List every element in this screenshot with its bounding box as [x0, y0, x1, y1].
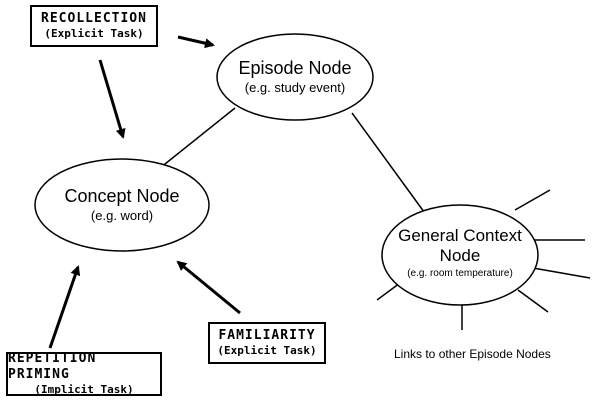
episode-node-ellipse [216, 33, 374, 121]
familiarity-title: FAMILIARITY [218, 328, 316, 343]
general-context-node-title-line2: Node [439, 246, 481, 265]
concept-node-subtitle: (e.g. word) [90, 208, 154, 223]
episode-node-title: Episode Node [238, 58, 352, 78]
arrow-recollection-to-episode [177, 35, 215, 49]
general-context-node: General Context Node (e.g. room temperat… [385, 222, 535, 286]
familiarity-box: FAMILIARITY (Explicit Task) [208, 322, 326, 364]
link-episode-context [351, 112, 428, 217]
spoke-line [514, 189, 551, 211]
general-context-node-title-line1: General Context [398, 226, 522, 245]
concept-node-title: Concept Node [64, 186, 180, 206]
arrow-priming-to-concept [48, 265, 81, 349]
links-caption: Links to other Episode Nodes [394, 347, 551, 361]
general-context-node-ellipse [381, 204, 539, 306]
spoke-line [532, 267, 591, 279]
concept-node-ellipse [34, 158, 210, 252]
episode-node-subtitle: (e.g. study event) [244, 80, 346, 95]
arrow-familiarity-to-concept [176, 260, 241, 315]
link-episode-concept [159, 107, 236, 169]
episode-node: Episode Node (e.g. study event) [217, 52, 373, 102]
recollection-subtitle: (Explicit Task) [44, 27, 144, 40]
spoke-line [376, 282, 401, 301]
general-context-node-subtitle: (e.g. room temperature) [407, 268, 513, 279]
spoke-line [517, 289, 549, 313]
repetition-priming-box: REPETITION PRIMING (Implicit Task) [6, 351, 162, 396]
context-node-spokes [376, 189, 591, 330]
repetition-priming-subtitle: (Implicit Task) [34, 383, 134, 396]
familiarity-subtitle: (Explicit Task) [217, 344, 317, 357]
recollection-box: RECOLLECTION (Explicit Task) [30, 5, 158, 47]
arrow-recollection-to-concept [98, 59, 126, 139]
recollection-title: RECOLLECTION [41, 11, 147, 26]
concept-node: Concept Node (e.g. word) [35, 180, 209, 230]
repetition-priming-title: REPETITION PRIMING [8, 351, 97, 382]
